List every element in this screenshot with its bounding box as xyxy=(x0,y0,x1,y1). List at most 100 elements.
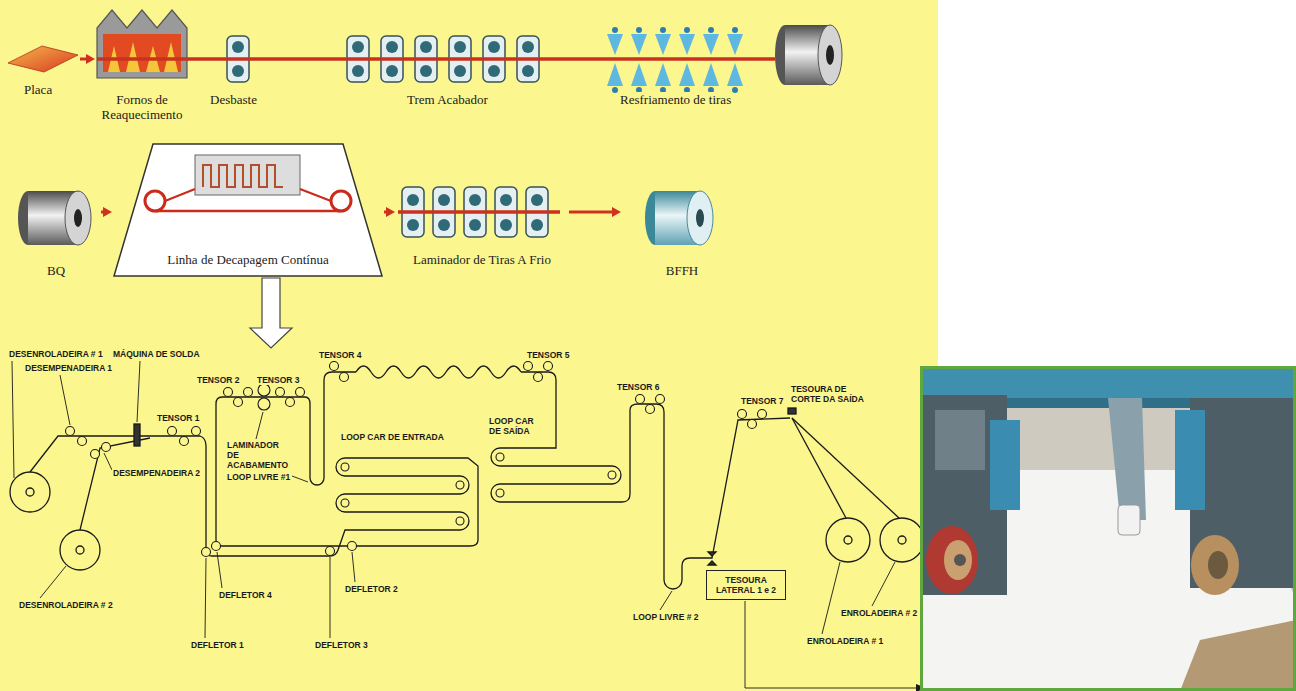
leader-line xyxy=(745,601,918,688)
equipment-label: LOOP LIVRE #1 xyxy=(226,472,291,482)
mill-node: Laminador de Tiras A Frio xyxy=(396,183,568,271)
leader-line xyxy=(137,361,140,422)
machine-photo xyxy=(1191,535,1239,595)
machine-photo xyxy=(1118,505,1140,535)
machine-photo xyxy=(922,368,1296,691)
roller xyxy=(738,410,747,419)
line-schematic xyxy=(26,488,34,496)
trapezoid-outline xyxy=(155,210,341,213)
cooling-spray xyxy=(612,27,618,33)
line-schematic xyxy=(10,366,924,589)
roller xyxy=(496,453,504,461)
coil-icon xyxy=(65,191,91,245)
leader-line xyxy=(352,552,355,582)
leader-line xyxy=(104,453,112,470)
machine-photo xyxy=(1208,551,1228,579)
equipment-label: LAMINADOR DE ACABAMENTO xyxy=(226,440,292,470)
equipment-label: DESEMPENADEIRA 2 xyxy=(112,468,201,478)
mill-roll xyxy=(407,219,419,231)
hot-strip xyxy=(97,57,775,61)
equipment-label: TENSOR 2 xyxy=(196,375,241,385)
mill-roll xyxy=(469,194,481,206)
coil-node: BQ xyxy=(12,186,100,282)
mill-roll xyxy=(438,219,450,231)
roller xyxy=(524,362,533,371)
leader-line xyxy=(60,375,70,425)
equipment-label: DESENROLADEIRA # 2 xyxy=(18,600,114,610)
machine-photo xyxy=(922,368,1296,691)
roller xyxy=(244,388,253,397)
roller xyxy=(656,395,665,404)
coil-icon xyxy=(775,25,842,85)
mill-roll xyxy=(488,41,500,53)
line-schematic xyxy=(356,366,521,378)
mill-roll xyxy=(531,219,543,231)
line-schematic xyxy=(898,536,906,544)
leader-line xyxy=(12,361,918,688)
stage-label: Fornos de Reaquecimento xyxy=(85,92,199,122)
arrowhead xyxy=(103,207,112,217)
leader-line xyxy=(822,562,840,634)
arrow-shaft xyxy=(569,211,613,214)
roller xyxy=(168,427,177,436)
equipment-label: DESENROLADEIRA # 1 xyxy=(8,349,104,359)
line-schematic xyxy=(788,408,796,414)
roller xyxy=(102,443,111,452)
leader-line xyxy=(40,566,66,598)
mill-roll xyxy=(438,194,450,206)
leader-line xyxy=(217,552,222,588)
equipment-label: MÁQUINA DE SOLDA xyxy=(112,349,201,359)
flow-arrow xyxy=(101,207,112,217)
mill-roll xyxy=(386,65,398,77)
mill-roll xyxy=(522,41,534,53)
coil-icon xyxy=(687,191,713,245)
cooling-spray xyxy=(631,34,647,55)
roller xyxy=(636,395,645,404)
roller xyxy=(224,388,233,397)
roller xyxy=(496,489,504,497)
coil-icon xyxy=(696,209,704,227)
machine-photo xyxy=(926,526,978,594)
machine-photo xyxy=(922,368,1296,398)
slab-icon xyxy=(8,46,95,72)
node-label: TESOURA LATERAL 1 e 2 xyxy=(709,575,783,595)
roller xyxy=(748,420,757,429)
trapezoid-outline xyxy=(331,191,351,211)
leader-line xyxy=(292,476,308,482)
mill-roll xyxy=(232,41,244,53)
machine-photo xyxy=(954,554,966,566)
machine-photo xyxy=(1175,410,1205,510)
roller xyxy=(258,398,270,410)
equipment-label: DEFLETOR 2 xyxy=(344,584,399,594)
mill-roll xyxy=(469,219,481,231)
mill-roll xyxy=(352,41,364,53)
equipment-label: LOOP CAR DE ENTRADA xyxy=(340,432,445,442)
trapezoid-outline xyxy=(203,165,283,187)
coil-node: BFFH xyxy=(622,186,742,282)
trapezoid-outline xyxy=(165,189,195,201)
leader-line xyxy=(205,558,206,638)
roller xyxy=(456,517,464,525)
line-schematic xyxy=(708,552,716,556)
roller xyxy=(608,471,616,479)
equipment-label: DEFLETOR 3 xyxy=(314,640,369,650)
mill-roll xyxy=(500,219,512,231)
roller xyxy=(340,373,349,382)
roller xyxy=(456,481,464,489)
roller xyxy=(341,499,349,507)
line-schematic xyxy=(10,472,50,512)
roller xyxy=(234,398,243,407)
roller xyxy=(326,547,335,556)
mill-roll xyxy=(454,41,466,53)
stage-label: Trem Acabador xyxy=(405,92,490,107)
roller xyxy=(212,542,221,551)
furnace-icon xyxy=(103,34,181,72)
leader-line xyxy=(12,361,14,478)
furnace-icon xyxy=(97,10,187,78)
trapezoid-outline xyxy=(300,189,331,201)
cooling-spray xyxy=(727,34,743,55)
roller xyxy=(341,463,349,471)
roller xyxy=(544,362,553,371)
machine-photo xyxy=(1108,398,1146,520)
equipment-box: TESOURA LATERAL 1 e 2 xyxy=(706,570,786,600)
